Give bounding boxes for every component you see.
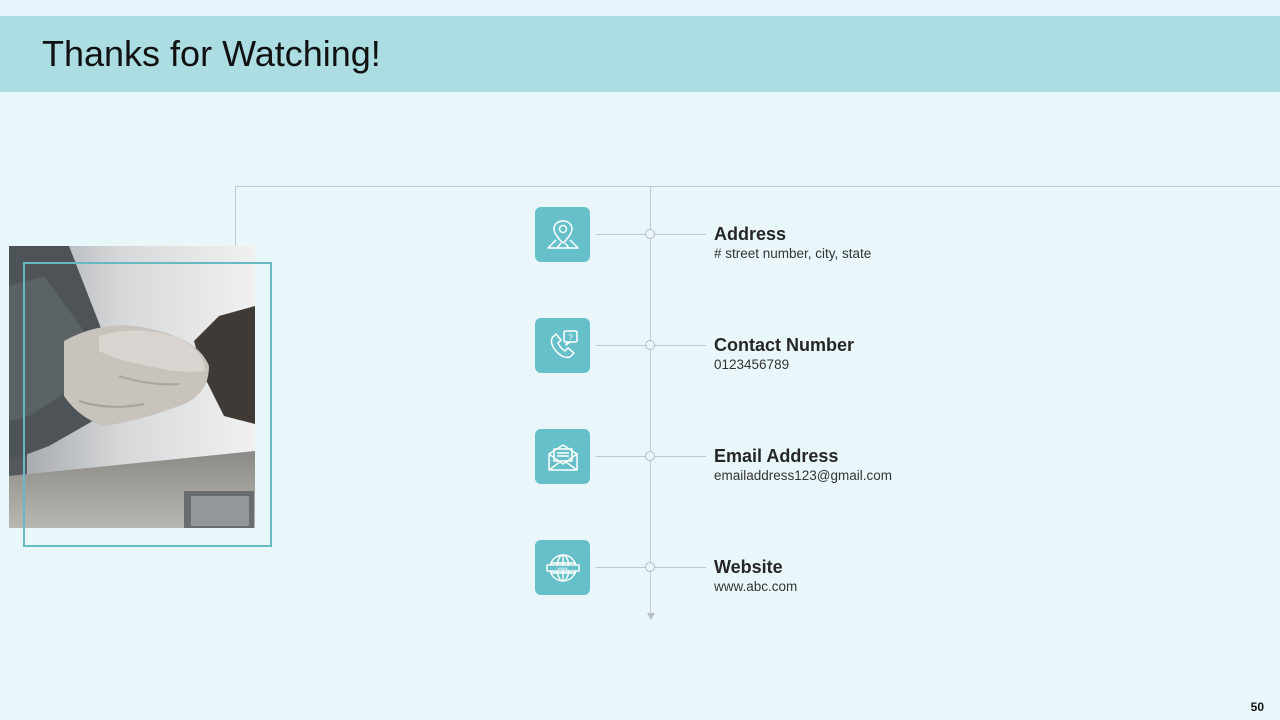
timeline-dot	[645, 451, 655, 461]
frame-line-left	[235, 186, 236, 246]
address-tile	[535, 207, 590, 262]
photo-border-frame	[23, 262, 272, 547]
frame-line-top	[235, 186, 1280, 187]
website-tile: www.	[535, 540, 590, 595]
timeline-line	[650, 187, 651, 615]
handshake-photo	[9, 246, 255, 528]
address-value: # street number, city, state	[714, 246, 872, 261]
title-bar	[0, 16, 1280, 92]
email-address-label: Email Address	[714, 446, 839, 466]
envelope-icon	[547, 443, 578, 471]
contact-number-tile: ?	[535, 318, 590, 373]
timeline-dot	[645, 340, 655, 350]
globe-icon: www.	[545, 553, 580, 582]
page-number: 50	[1250, 700, 1264, 714]
email-address-value: emailaddress123@gmail.com	[714, 468, 893, 483]
map-pin-icon	[546, 219, 579, 249]
contact-number-label: Contact Number	[714, 335, 855, 355]
website-label: Website	[714, 557, 783, 577]
svg-text:?: ?	[568, 333, 573, 342]
contact-number-value: 0123456789	[714, 357, 790, 372]
svg-text:www.: www.	[557, 566, 568, 571]
timeline-dot	[645, 562, 655, 572]
slide-title: Thanks for Watching!	[42, 33, 381, 74]
timeline-arrow	[647, 613, 655, 620]
website-value: www.abc.com	[714, 579, 798, 594]
top-strip	[0, 0, 1280, 16]
address-label: Address	[714, 224, 787, 244]
phone-icon: ?	[550, 329, 578, 358]
email-address-tile	[535, 429, 590, 484]
timeline-dot	[645, 229, 655, 239]
